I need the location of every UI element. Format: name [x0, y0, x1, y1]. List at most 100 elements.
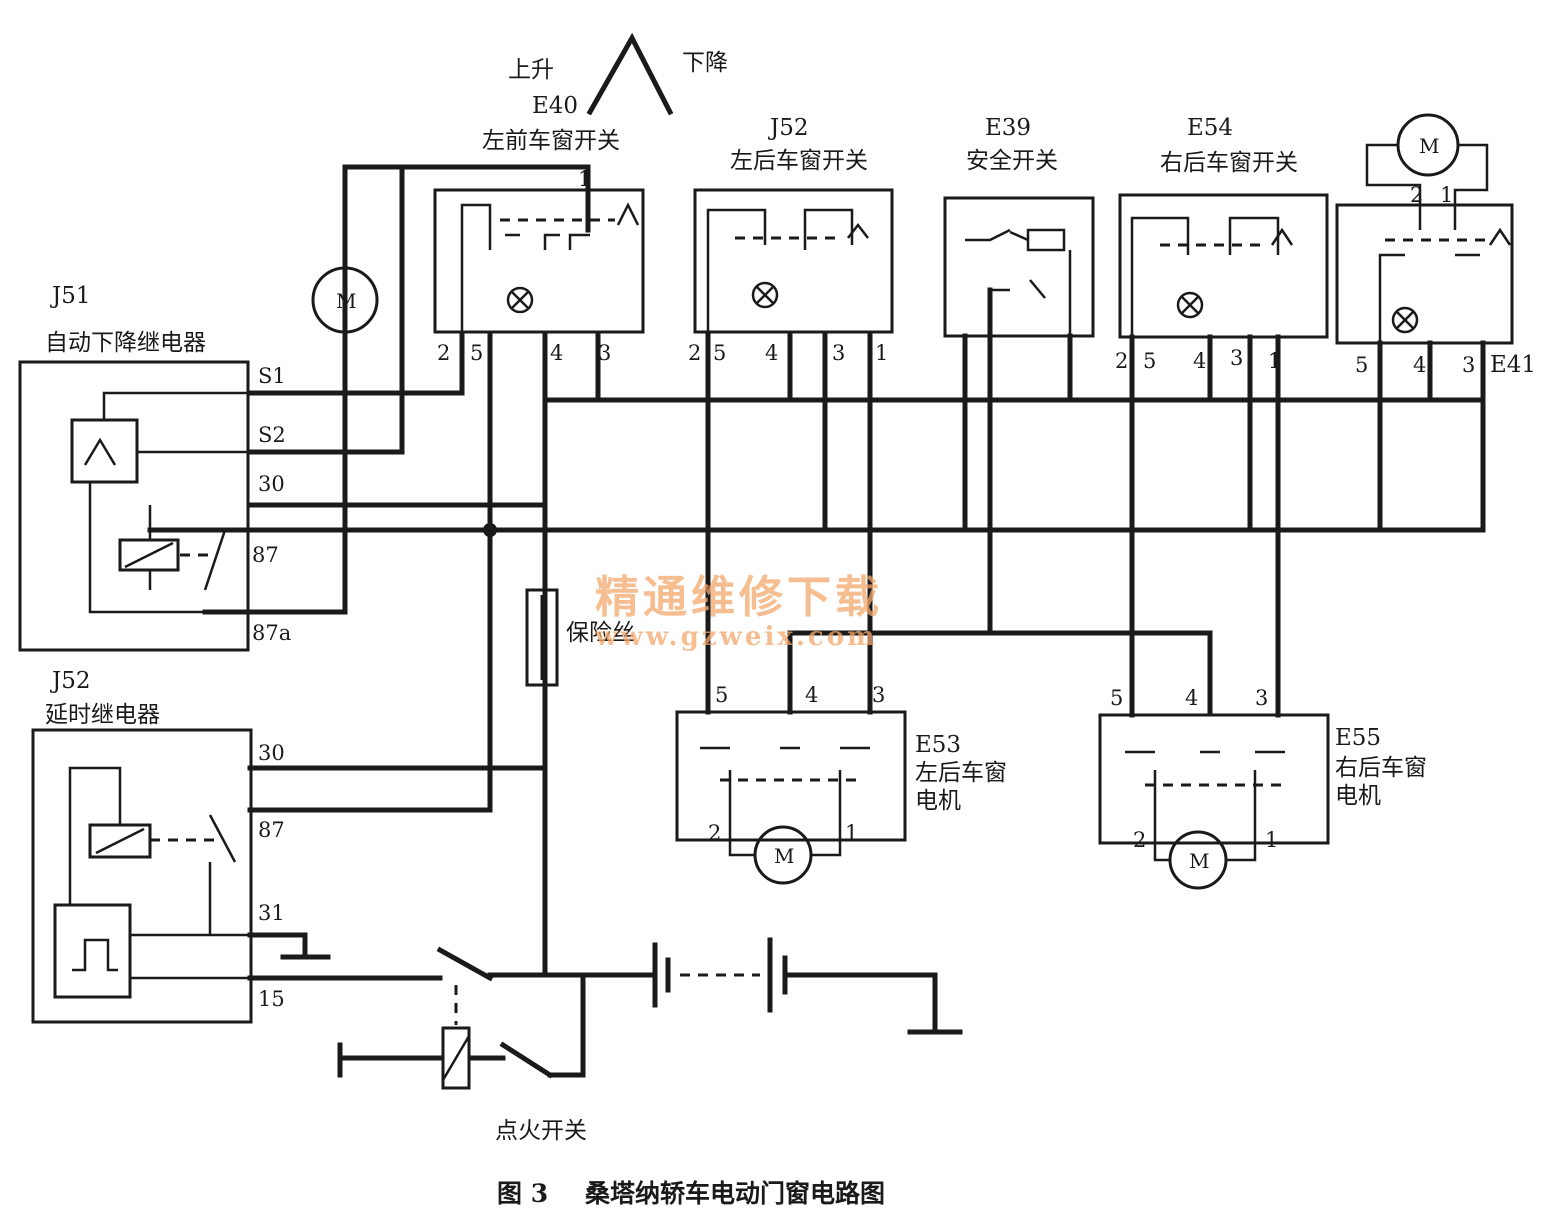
j52-name: 延时继电器: [45, 702, 160, 728]
e55-internals: [1125, 750, 1285, 787]
j52-box: [31, 728, 253, 1024]
ign-wire-b: [547, 972, 586, 1078]
e41-box: [1335, 203, 1514, 345]
j52-pin-31: 31: [258, 901, 285, 925]
e40-lever: [586, 32, 674, 116]
down-label: 下降: [682, 50, 728, 76]
wire-bus-400: [542, 340, 1486, 403]
e40-name: 左前车窗开关: [482, 128, 620, 154]
motor-e40: [311, 266, 379, 334]
e54-pin-3: 3: [1230, 346, 1243, 370]
motor-e41-label: M: [1419, 134, 1439, 158]
wire-e40-5: [247, 332, 493, 813]
e54-pin-2: 2: [1115, 349, 1128, 373]
j52b-internals: [706, 208, 869, 335]
watermark-url: www.gzweix.com: [594, 622, 878, 652]
watermark-cn: 精通维修下载: [595, 572, 883, 623]
e53-pin-3: 3: [872, 683, 885, 707]
motor-e40-label: M: [336, 289, 356, 313]
e53-motor-pin-1: 1: [845, 821, 858, 845]
e54-name: 右后车窗开关: [1160, 150, 1298, 176]
ign-switch-b: [499, 1041, 554, 1079]
j51-pin-87a: 87a: [252, 621, 291, 645]
j51-box: [18, 360, 250, 652]
j52-pin-30: 30: [258, 741, 285, 765]
junction-dot: [483, 523, 497, 537]
e53-name2: 电机: [915, 788, 961, 814]
wire-e41-motor-l: [1365, 143, 1422, 230]
e55-motor-pin-1: 1: [1265, 828, 1278, 852]
e40-pin-4: 4: [550, 341, 563, 365]
e54-internals: [1130, 216, 1294, 335]
e54-code: E54: [1187, 115, 1233, 141]
j52b-pin-4: 4: [765, 341, 778, 365]
j52b-code: J52: [768, 115, 809, 141]
e53-name1: 左后车窗: [915, 760, 1007, 786]
j51-internals: [70, 391, 250, 614]
e55-pin-5: 5: [1110, 686, 1123, 710]
e40-pin-2: 2: [437, 341, 450, 365]
wire-s2-loop: [247, 164, 405, 455]
j51-name: 自动下降继电器: [45, 330, 206, 356]
e39-internals: [965, 228, 1072, 336]
e40-internals: [460, 202, 640, 335]
j51-pin-87: 87: [252, 543, 279, 567]
j52b-pin-5: 5: [713, 341, 726, 365]
e40-box: [433, 188, 645, 334]
j52-code: J52: [50, 668, 91, 694]
up-label: 上升: [508, 57, 554, 83]
wire-s1-loop: [247, 164, 591, 396]
e40-pin-3: 3: [598, 341, 611, 365]
j52b-pin-3: 3: [832, 341, 845, 365]
fuse-symbol: [525, 588, 559, 687]
e53-pin-4: 4: [805, 683, 818, 707]
wire-e55-m2: [1226, 770, 1257, 862]
e39-code: E39: [985, 115, 1031, 141]
j51-pin-s2: S2: [258, 423, 286, 447]
e55-code: E55: [1335, 725, 1381, 751]
e55-motor-pin-2: 2: [1133, 828, 1146, 852]
e53-motor-pin-2: 2: [708, 821, 721, 845]
ign-coil: [441, 1026, 471, 1090]
e40-code: E40: [532, 93, 578, 119]
e55-pin-3: 3: [1255, 686, 1268, 710]
motor-e55-label: M: [1189, 849, 1209, 873]
j52-internals: [53, 766, 250, 999]
wire-j51-87a: [202, 322, 348, 615]
e53-internals: [700, 746, 870, 782]
motor-e53-label: M: [774, 844, 794, 868]
ign-switch-a: [436, 946, 494, 982]
ignition-label: 点火开关: [495, 1118, 587, 1144]
wire-e53-m2: [811, 770, 842, 857]
e55-name2: 电机: [1335, 783, 1381, 809]
e40-pin-1: 1: [578, 167, 591, 191]
j51-pin-30: 30: [258, 472, 285, 496]
e53-pin-5: 5: [715, 683, 728, 707]
e55-pin-4: 4: [1185, 686, 1198, 710]
j52b-pin-1: 1: [875, 341, 888, 365]
e54-pin-4: 4: [1193, 349, 1206, 373]
e39-name: 安全开关: [966, 148, 1058, 174]
caption-number: 图 3: [497, 1179, 548, 1208]
e55-name1: 右后车窗: [1335, 755, 1427, 781]
e41-pin-4: 4: [1413, 353, 1426, 377]
j52-pin-15: 15: [258, 987, 285, 1011]
e54-pin-1: 1: [1268, 349, 1281, 373]
e55-box: [1098, 713, 1330, 845]
j52-pin-87: 87: [258, 818, 285, 842]
caption-title: 桑塔纳轿车电动门窗电路图: [585, 1179, 885, 1208]
e54-box: [1118, 193, 1329, 339]
j52b-pin-2: 2: [688, 341, 701, 365]
e54-pin-5: 5: [1143, 349, 1156, 373]
ign-coil-slash: [441, 1035, 471, 1081]
wire-e53-m: [728, 770, 755, 857]
wire-bus-530b: [147, 397, 1486, 533]
wire-j52-31: [247, 932, 308, 958]
wire-e55-m: [1153, 770, 1170, 862]
wire-e39-down: [987, 287, 1213, 715]
e41-pin-5: 5: [1355, 353, 1368, 377]
e41-pin-3: 3: [1462, 353, 1475, 377]
e41-pin-top-2: 2: [1410, 183, 1423, 207]
e53-code: E53: [915, 732, 961, 758]
